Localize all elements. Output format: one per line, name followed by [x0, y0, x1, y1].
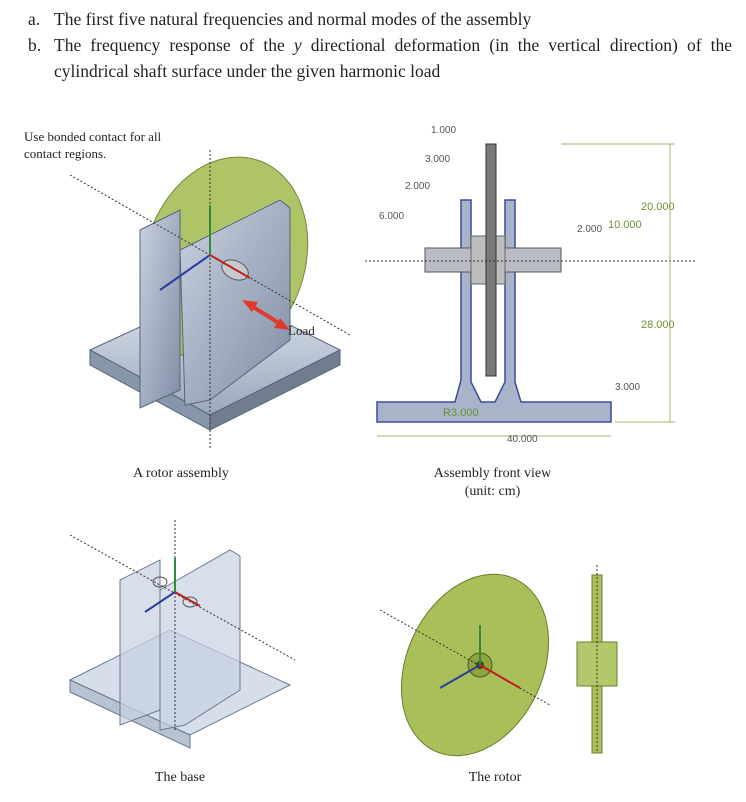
load-arrow-head — [274, 318, 290, 330]
item-text: The frequency response of the y directio… — [54, 32, 732, 84]
shaft-hole — [182, 596, 198, 608]
dim-r3: R3.000 — [443, 407, 478, 419]
shaft-hole — [152, 576, 168, 588]
front-rotor — [485, 143, 497, 377]
axis-arrow-x — [439, 664, 481, 689]
dim-6000: 6.000 — [379, 211, 404, 222]
caption-rotor: The rotor — [468, 770, 522, 785]
dim-1000: 1.000 — [431, 125, 456, 136]
dim-3000-base: 3.000 — [615, 382, 640, 393]
dim-3000: 3.000 — [425, 154, 450, 165]
load-arrow — [248, 303, 284, 327]
rotor-side-hub — [576, 641, 618, 687]
item-marker: a. — [28, 9, 41, 29]
dim-2000-left: 2.000 — [405, 181, 430, 192]
axis-arrow-z — [479, 664, 521, 689]
axis-line — [379, 609, 551, 706]
axis-arrow-z — [174, 591, 201, 607]
item-text-part: The first five natural frequencies and n… — [54, 9, 532, 29]
question-list: a. The first five natural frequencies an… — [28, 6, 732, 84]
item-text-italic: y — [293, 35, 302, 55]
contact-note: Use bonded contact for all contact regio… — [24, 129, 162, 161]
axis-arrow-x — [159, 254, 211, 291]
base-upright-front — [179, 199, 291, 406]
axis-arrow-x — [144, 591, 176, 613]
axis-arrow-z — [209, 254, 251, 279]
caption-base: The base — [154, 770, 206, 785]
caption-line: Assembly front view — [433, 466, 552, 481]
caption-rotor-assembly: A rotor assembly — [133, 466, 229, 481]
question-item-b: b. The frequency response of the y direc… — [28, 32, 732, 84]
dim-28000: 28.000 — [641, 319, 675, 331]
dim-10000: 10.000 — [608, 219, 642, 231]
caption-line: (unit: cm) — [464, 484, 521, 499]
item-text-part: directional deformation (in the vertical… — [54, 35, 733, 81]
dim-40000: 40.000 — [507, 434, 538, 445]
rotor-figure — [379, 565, 618, 757]
item-text: The first five natural frequencies and n… — [54, 6, 732, 32]
item-text-part: The frequency response of the — [54, 35, 294, 55]
base-upright-back — [139, 209, 181, 409]
load-arrow-head — [242, 300, 258, 312]
front-view-figure: 20.000 28.000 10.000 2.000 3.000 40.000 … — [365, 125, 695, 445]
base-plate-edge — [209, 349, 341, 431]
item-marker: b. — [28, 35, 42, 55]
base-figure — [68, 520, 296, 749]
load-label: Load — [288, 323, 315, 338]
dim-2000-right: 2.000 — [577, 224, 602, 235]
question-item-a: a. The first five natural frequencies an… — [28, 6, 732, 32]
axis-line — [69, 534, 296, 661]
rotor-assembly-figure — [69, 150, 351, 450]
caption-front-view: Assembly front view (unit: cm) — [405, 465, 580, 501]
dim-20000: 20.000 — [641, 201, 675, 213]
